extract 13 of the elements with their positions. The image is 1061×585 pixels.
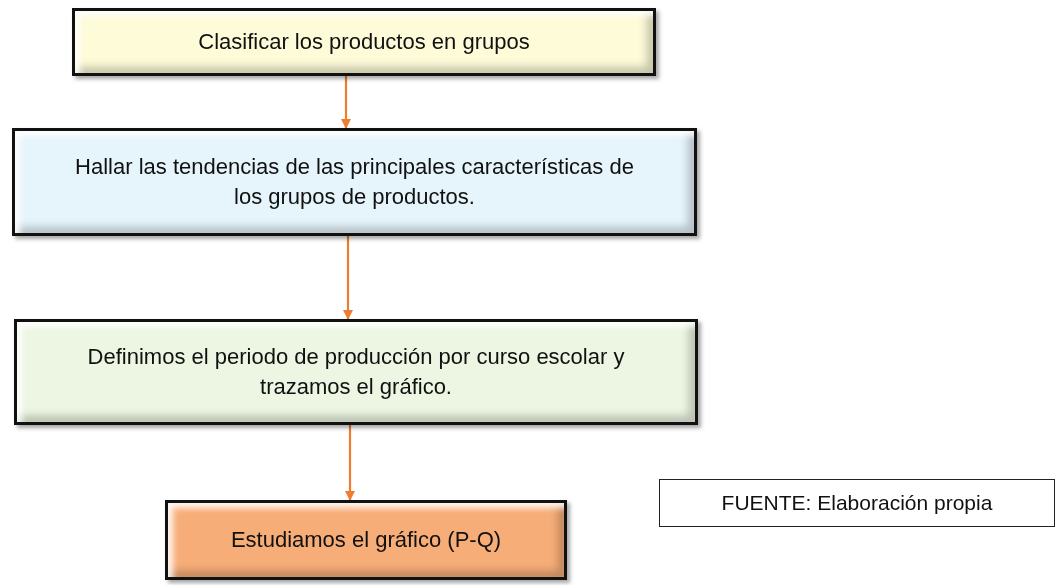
process-text: Estudiamos el gráfico (P-Q) bbox=[230, 526, 502, 555]
process-box bbox=[12, 128, 697, 236]
source-note-box bbox=[659, 479, 1055, 527]
process-text: Definimos el periodo de producción por curso escolar y trazamos el gráfico. bbox=[86, 343, 626, 401]
process-text: Clasificar los productos en grupos bbox=[198, 28, 530, 57]
process-box bbox=[165, 500, 567, 580]
process-text: Hallar las tendencias de las principales características de los grupos de productos. bbox=[74, 153, 635, 211]
source-note: FUENTE: Elaboración propia bbox=[721, 491, 993, 515]
arrow bbox=[341, 76, 351, 129]
arrow bbox=[343, 236, 353, 320]
process-box bbox=[72, 8, 656, 76]
arrow bbox=[345, 425, 355, 501]
process-box bbox=[14, 319, 698, 425]
